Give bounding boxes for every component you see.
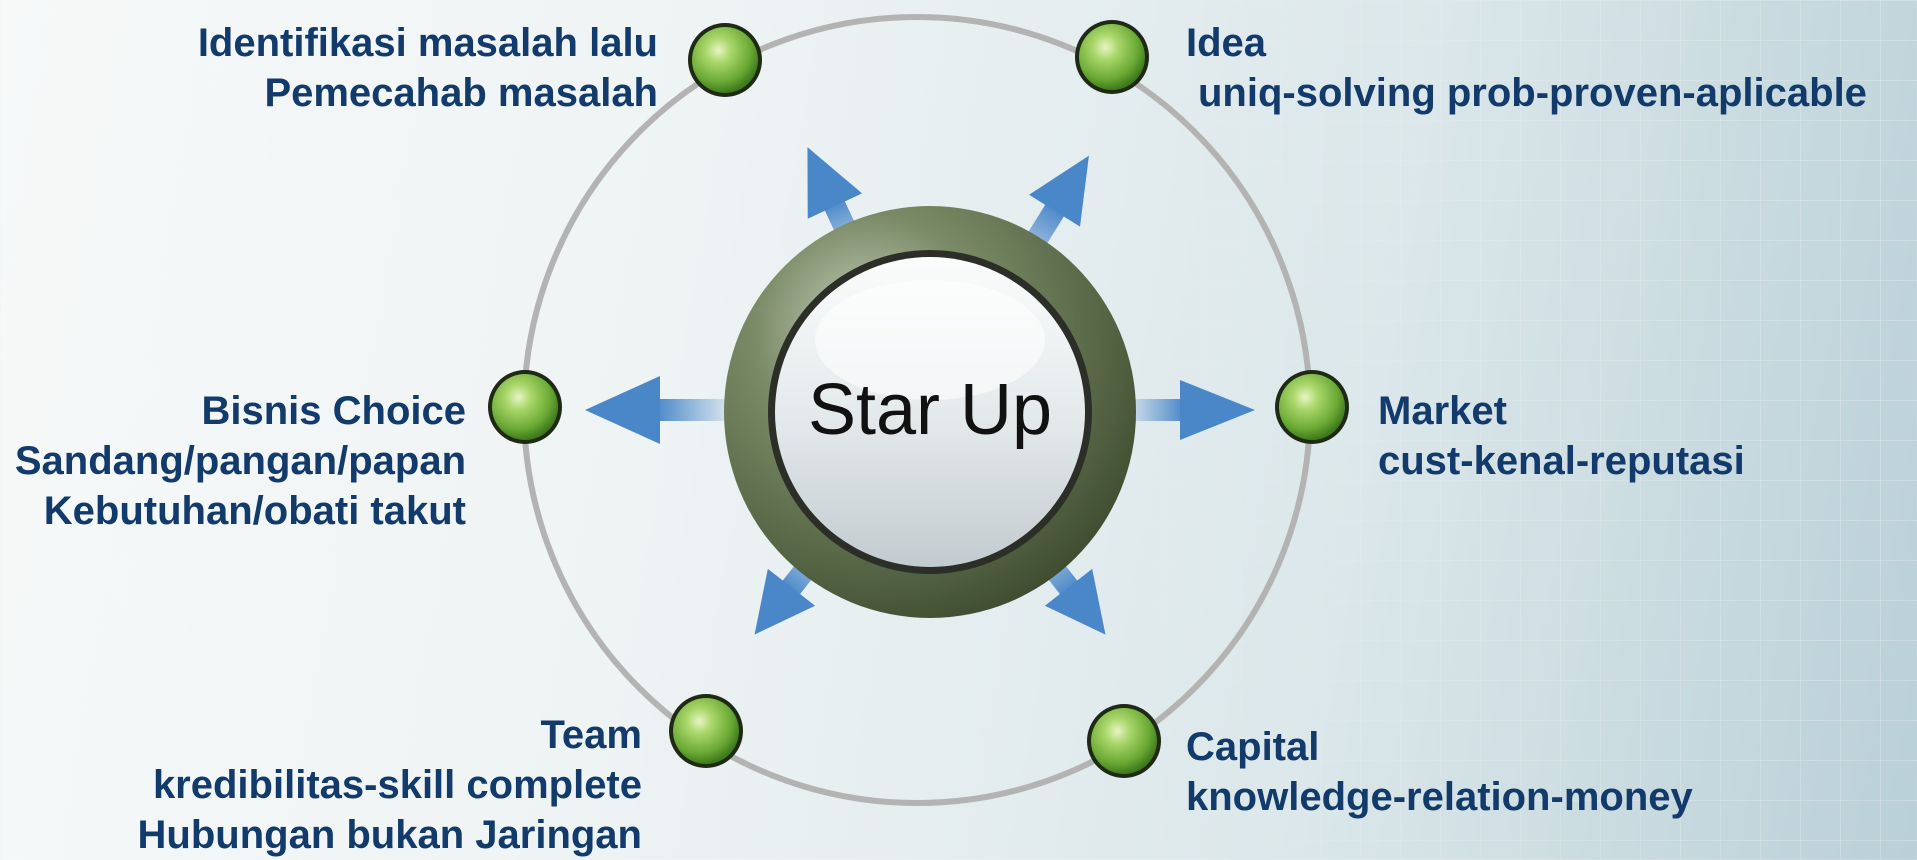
center-hub <box>724 206 1136 618</box>
label-line: Market <box>1378 389 1507 433</box>
label-line: Bisnis Choice <box>201 389 466 433</box>
label-market: Market cust-kenal-reputasi <box>1378 386 1745 486</box>
label-line: Pemecahab masalah <box>264 71 658 115</box>
node-idea <box>1075 20 1149 94</box>
label-capital: Capital knowledge-relation-money <box>1186 722 1693 822</box>
label-line: Hubungan bukan Jaringan <box>137 813 642 857</box>
node-team <box>669 694 743 768</box>
label-line: Capital <box>1186 725 1320 769</box>
node-market <box>1275 370 1349 444</box>
label-line: Sandang/pangan/papan <box>14 439 466 483</box>
label-line: cust-kenal-reputasi <box>1378 439 1745 483</box>
node-capital <box>1087 704 1161 778</box>
arrow-right <box>1130 380 1255 440</box>
node-bisnis <box>488 370 562 444</box>
label-line: Identifikasi masalah lalu <box>197 21 658 65</box>
arrow-left <box>585 376 730 444</box>
label-idea: Idea uniq-solving prob-proven-aplicable <box>1186 18 1867 118</box>
label-line: uniq-solving prob-proven-aplicable <box>1198 71 1867 115</box>
label-bisnis: Bisnis Choice Sandang/pangan/papan Kebut… <box>15 386 466 536</box>
label-line: Kebutuhan/obati takut <box>43 489 466 533</box>
label-line: knowledge-relation-money <box>1186 775 1693 819</box>
label-line: Idea <box>1186 21 1267 65</box>
label-identifikasi: Identifikasi masalah lalu Pemecahab masa… <box>198 18 658 118</box>
center-title: Star Up <box>807 370 1053 450</box>
node-identifikasi <box>688 23 762 97</box>
label-line: kredibilitas-skill complete <box>152 763 642 807</box>
label-line: Team <box>540 713 642 757</box>
label-team: Team kredibilitas-skill complete Hubunga… <box>138 710 642 860</box>
